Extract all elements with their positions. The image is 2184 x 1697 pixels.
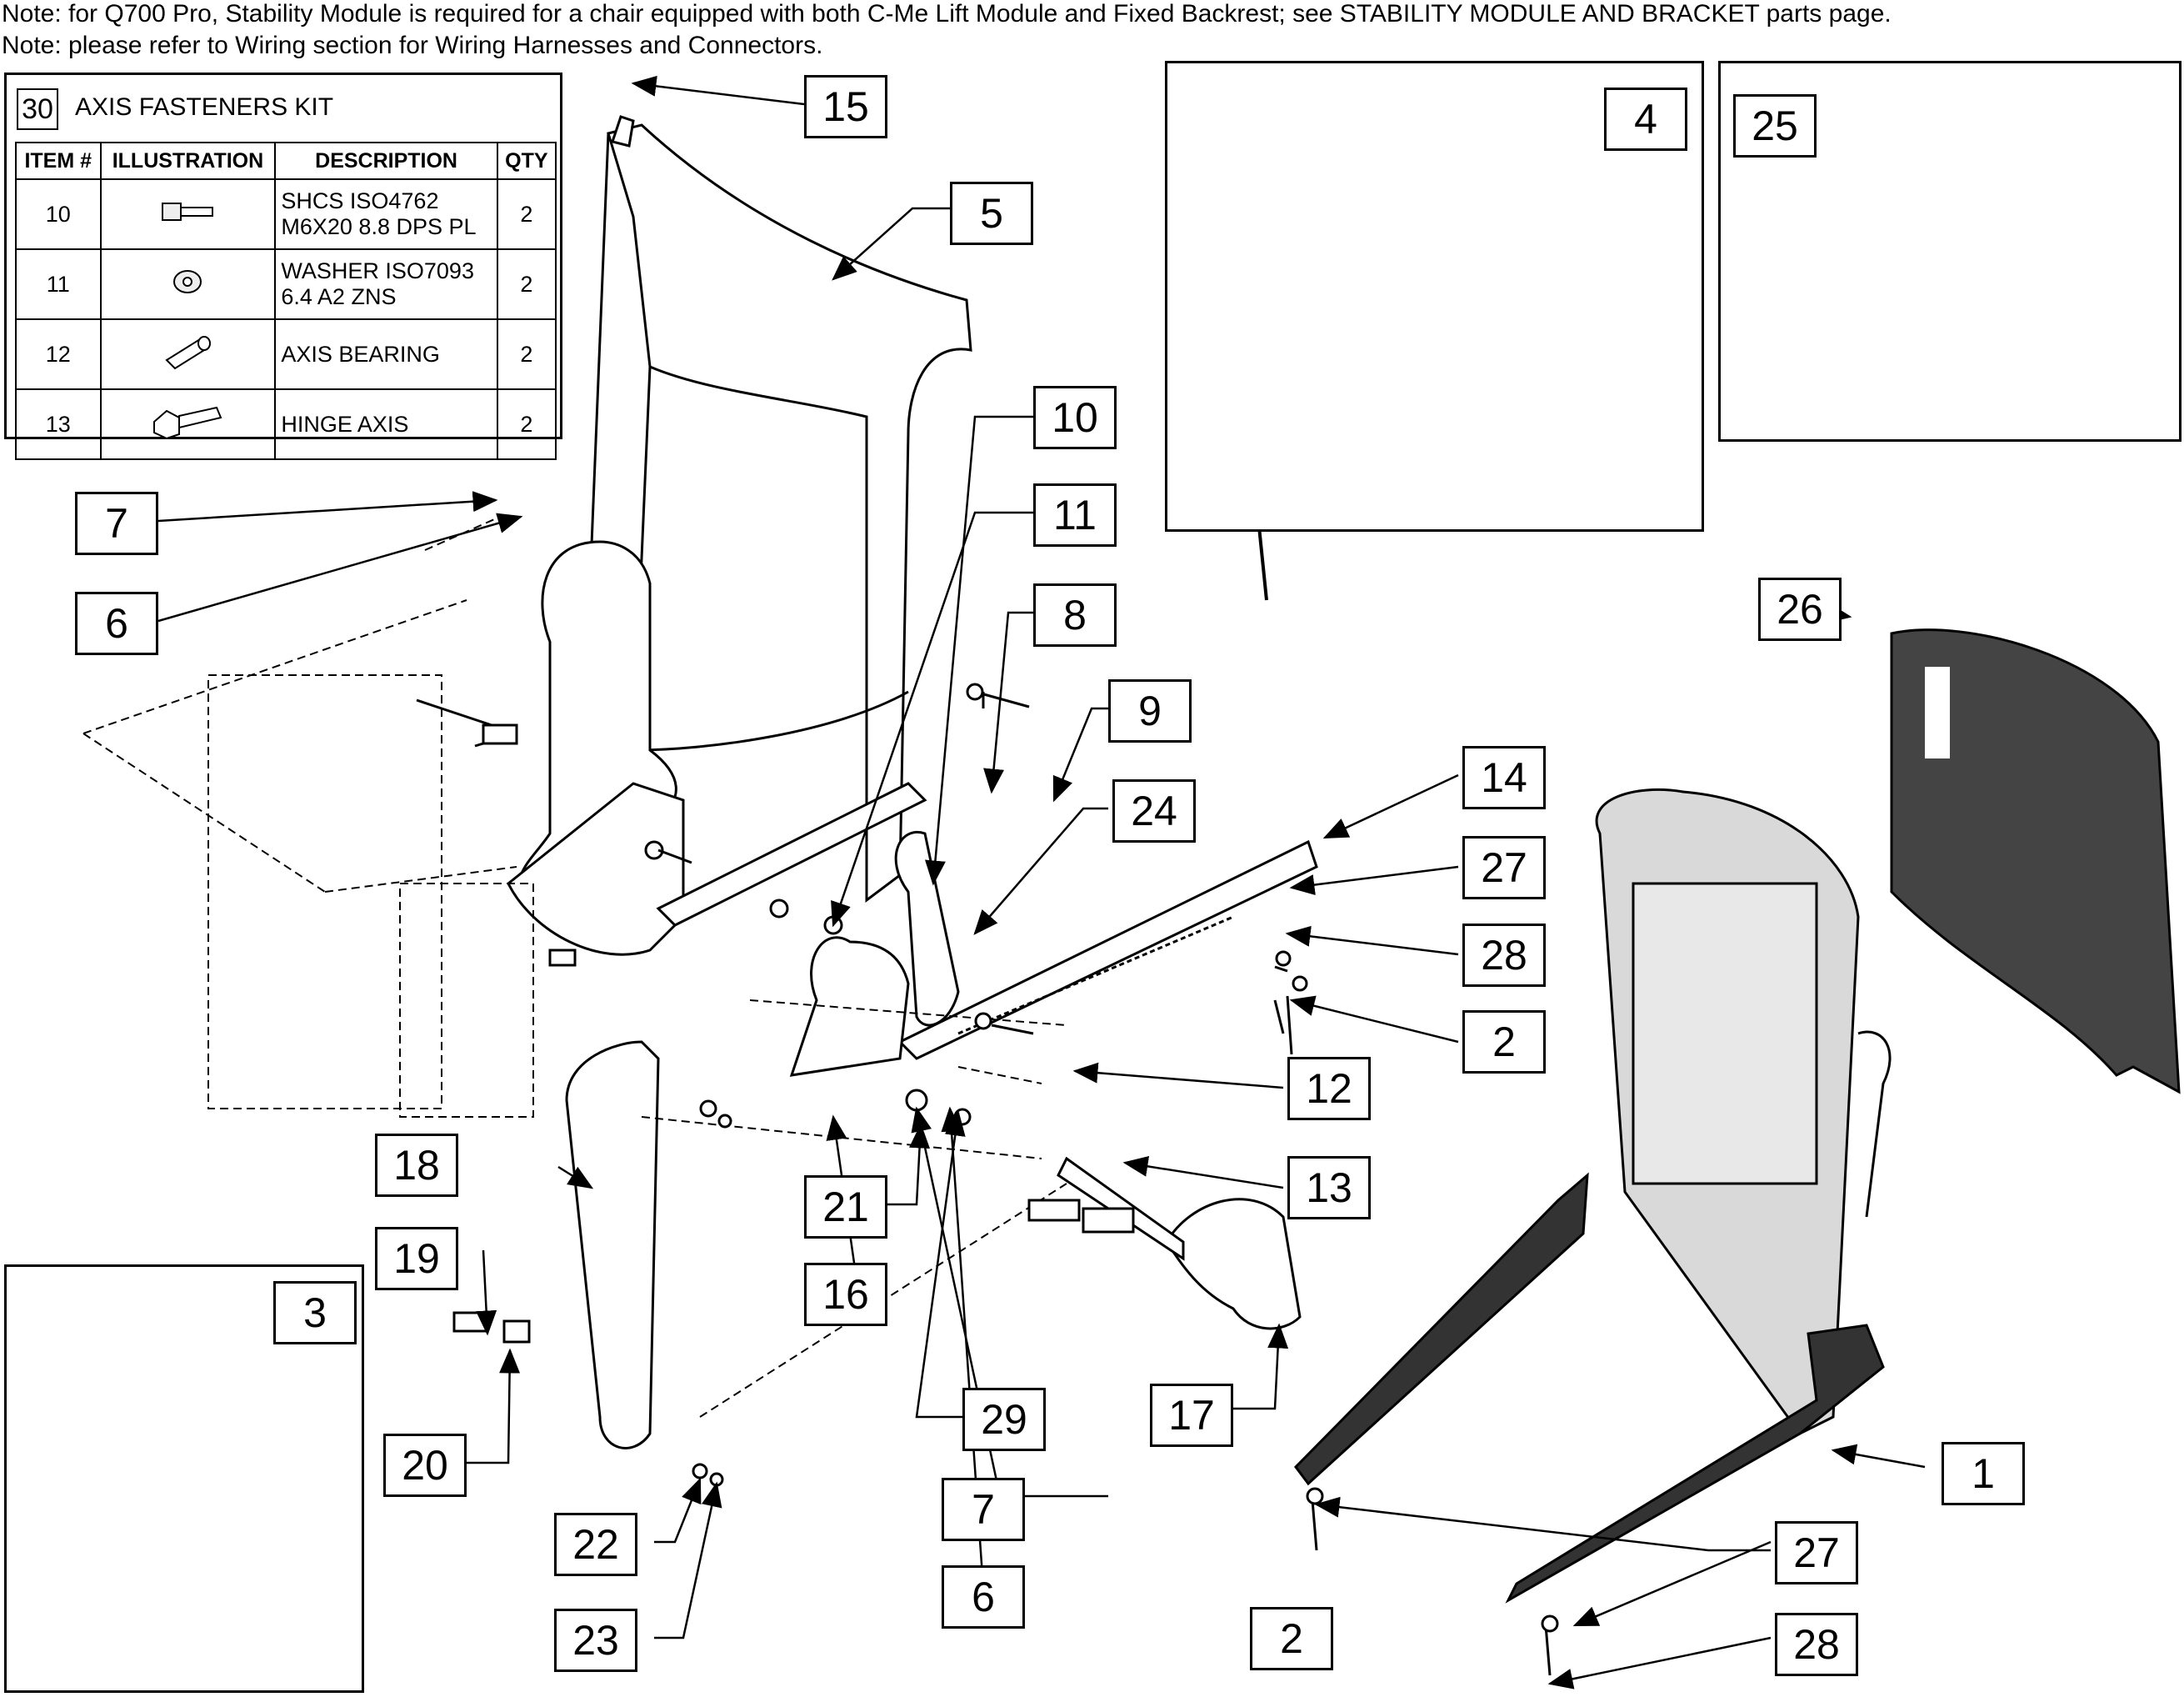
assembled-backrest-part <box>1294 788 1892 1604</box>
row-item: 13 <box>15 388 102 460</box>
callout-10: 10 <box>1033 386 1117 449</box>
callout-3: 3 <box>273 1281 357 1344</box>
callout-2b: 2 <box>1250 1607 1333 1670</box>
socket-head-screw-icon <box>99 178 277 250</box>
header-description: DESCRIPTION <box>274 142 498 180</box>
note-stability-module: Note: for Q700 Pro, Stability Module is … <box>2 0 1892 28</box>
row-qty: 2 <box>496 248 557 320</box>
callout-1: 1 <box>1942 1442 2025 1505</box>
callout-19: 19 <box>375 1227 458 1290</box>
callout-17: 17 <box>1150 1384 1233 1447</box>
row-item: 11 <box>15 248 102 320</box>
table-row: 12 AXIS BEARING 2 <box>15 318 557 390</box>
header-illustration: ILLUSTRATION <box>99 142 277 180</box>
callout-23: 23 <box>554 1609 637 1672</box>
callout-4: 4 <box>1604 88 1687 151</box>
washer-icon <box>99 248 277 320</box>
kit-header-row: ITEM # ILLUSTRATION DESCRIPTION QTY <box>15 142 557 180</box>
axis-fasteners-kit-table: 30 AXIS FASTENERS KIT ITEM # ILLUSTRATIO… <box>4 73 562 460</box>
shell-part <box>1890 628 2181 1094</box>
callout-14: 14 <box>1462 746 1546 809</box>
callout-11: 11 <box>1033 483 1117 547</box>
row-qty: 2 <box>496 178 557 250</box>
callout-16: 16 <box>804 1263 887 1326</box>
callout-26: 26 <box>1758 578 1842 641</box>
kit-table: ITEM # ILLUSTRATION DESCRIPTION QTY 10 S… <box>15 142 557 460</box>
row-desc-line1: HINGE AXIS <box>281 411 409 437</box>
row-desc-line2: M6X20 8.8 DPS PL <box>281 214 477 239</box>
callout-27: 27 <box>1462 836 1546 899</box>
kit-item-number: 30 <box>17 88 58 130</box>
row-item: 10 <box>15 178 102 250</box>
callout-5: 5 <box>950 182 1033 245</box>
callout-28: 28 <box>1462 924 1546 987</box>
callout-6b: 6 <box>942 1565 1025 1629</box>
callout-13: 13 <box>1287 1156 1371 1219</box>
callout-12: 12 <box>1287 1057 1371 1120</box>
row-desc-line2: 6.4 A2 ZNS <box>281 284 397 309</box>
callout-20: 20 <box>383 1434 467 1497</box>
callout-29: 29 <box>962 1388 1046 1451</box>
fastener-parts <box>416 683 1308 1487</box>
row-qty: 2 <box>496 388 557 460</box>
row-qty: 2 <box>496 318 557 390</box>
callout-6: 6 <box>75 592 158 655</box>
row-desc-line1: WASHER ISO7093 <box>281 258 474 283</box>
callout-8: 8 <box>1033 583 1117 647</box>
callout-28b: 28 <box>1775 1613 1858 1676</box>
callout-2: 2 <box>1462 1010 1546 1074</box>
bearing-sleeve-icon <box>99 318 277 390</box>
row-description: AXIS BEARING <box>274 318 498 390</box>
callout-24: 24 <box>1112 779 1196 843</box>
callout-21: 21 <box>804 1175 887 1239</box>
callout-27b: 27 <box>1775 1521 1858 1584</box>
header-qty: QTY <box>496 142 557 180</box>
callout-9: 9 <box>1108 679 1192 743</box>
row-desc-line1: AXIS BEARING <box>281 341 440 367</box>
note-wiring: Note: please refer to Wiring section for… <box>2 32 823 59</box>
header-item: ITEM # <box>15 142 102 180</box>
callout-25: 25 <box>1733 94 1817 158</box>
row-item: 12 <box>15 318 102 390</box>
row-desc-line1: SHCS ISO4762 <box>281 188 439 213</box>
row-description: HINGE AXIS <box>274 388 498 460</box>
callout-18: 18 <box>375 1134 458 1197</box>
callout-15: 15 <box>804 75 887 138</box>
hinge-bolt-icon <box>99 388 277 460</box>
table-row: 13 HINGE AXIS 2 <box>15 388 557 460</box>
kit-title: AXIS FASTENERS KIT <box>75 93 334 121</box>
callout-7: 7 <box>75 492 158 555</box>
callout-22: 22 <box>554 1513 637 1576</box>
callout-7b: 7 <box>942 1478 1025 1541</box>
